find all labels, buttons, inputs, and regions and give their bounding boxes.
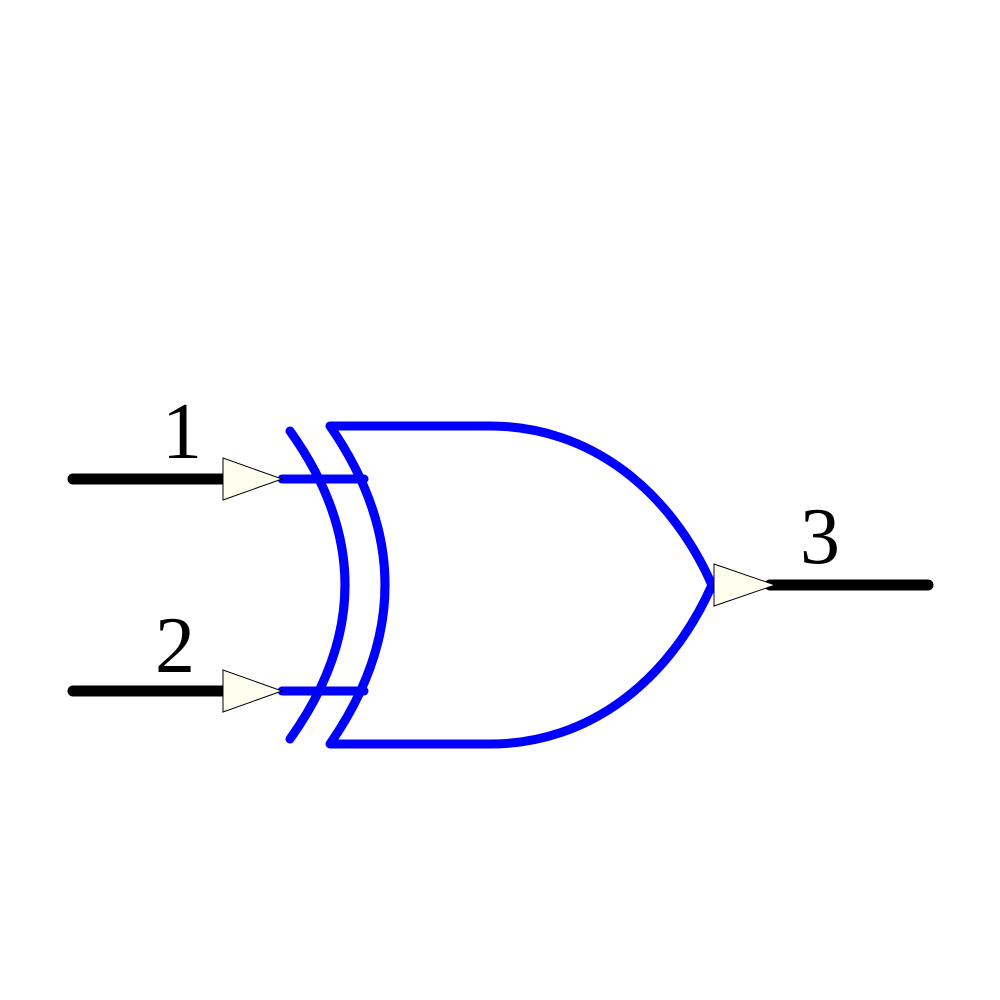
pin-1-label: 1 (162, 388, 202, 476)
pin-2-label: 2 (155, 602, 195, 690)
pin-3-marker-icon (713, 563, 777, 607)
pin-1-marker-icon (222, 457, 284, 501)
pin-3-label: 3 (800, 493, 840, 581)
xor-back-curve (285, 426, 350, 744)
pin-2-marker-icon (222, 669, 284, 713)
gate-body[interactable] (325, 421, 717, 749)
